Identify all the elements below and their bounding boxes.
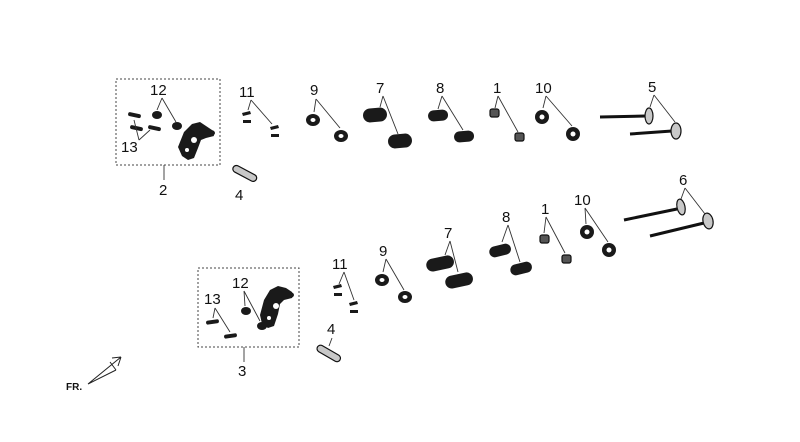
callout-11-upper: 11 — [239, 84, 255, 101]
callout-13-lower: 13 — [204, 291, 221, 308]
rocker-arm-upper — [178, 122, 215, 160]
callout-9-lower: 9 — [379, 243, 387, 260]
pin-4-upper — [232, 164, 258, 183]
callout-3: 3 — [238, 363, 246, 380]
callout-8-lower: 8 — [502, 209, 510, 226]
callout-13-upper: 13 — [121, 139, 138, 156]
callout-1-upper: 1 — [493, 80, 501, 97]
pins-lower — [206, 319, 237, 339]
spring-washers-upper — [535, 110, 580, 141]
callout-4-lower: 4 — [327, 321, 335, 338]
valves-lower — [623, 198, 714, 238]
callout-8-upper: 8 — [436, 80, 444, 97]
front-label: FR. — [66, 382, 82, 393]
callout-12-upper: 12 — [150, 82, 167, 99]
callout-6: 6 — [679, 172, 687, 189]
callout-1-lower: 1 — [541, 201, 549, 218]
lower-assembly: 12 13 3 11 4 9 7 8 — [197, 172, 714, 380]
front-direction-indicator: FR. — [66, 356, 122, 393]
rocker-kit-box-upper — [115, 78, 221, 166]
outer-springs-lower — [426, 255, 473, 289]
valves-upper — [599, 107, 682, 140]
callout-5: 5 — [648, 79, 656, 96]
oil-seals-lower — [539, 234, 572, 264]
front-arrow-icon — [87, 356, 122, 385]
inner-springs-upper — [428, 109, 475, 143]
outer-springs-upper — [363, 107, 412, 149]
inner-springs-lower — [489, 243, 532, 276]
callout-4-upper: 4 — [235, 187, 243, 204]
spring-seats-upper — [306, 114, 348, 142]
rocker-arm-lower — [260, 286, 294, 328]
washers-upper — [152, 111, 182, 130]
washers-lower — [241, 307, 267, 330]
pin-4-lower — [316, 344, 342, 363]
callout-11-lower: 11 — [332, 256, 348, 273]
callout-12-lower: 12 — [232, 275, 249, 292]
oil-seals-upper — [489, 108, 525, 142]
spring-washers-lower — [580, 225, 616, 257]
rocker-kit-box-lower — [197, 267, 300, 348]
callout-7-lower: 7 — [444, 225, 452, 242]
valve-cotters-upper — [242, 111, 279, 137]
callout-10-lower: 10 — [574, 192, 591, 209]
callout-10-upper: 10 — [535, 80, 552, 97]
upper-assembly: 12 13 2 11 4 9 7 — [115, 78, 682, 204]
callout-7-upper: 7 — [376, 80, 384, 97]
valve-cotters-lower — [333, 284, 358, 313]
spring-seats-lower — [375, 274, 412, 303]
callout-9-upper: 9 — [310, 82, 318, 99]
callout-2: 2 — [159, 182, 167, 199]
